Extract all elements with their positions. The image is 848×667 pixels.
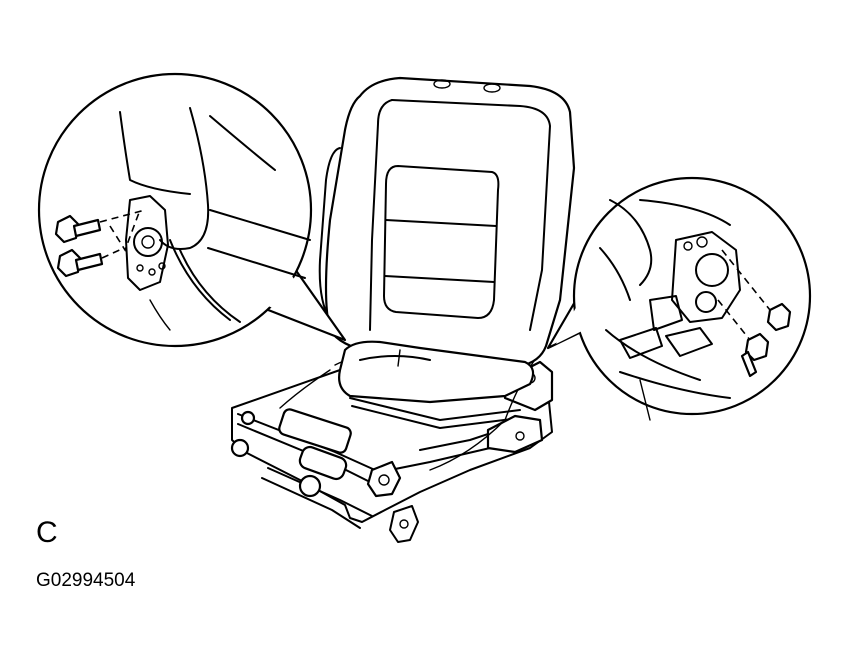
right-detail-callout [546, 176, 812, 421]
view-label: C [36, 516, 58, 549]
left-detail-callout [37, 72, 347, 348]
seat-cushion [338, 340, 535, 404]
figure-code: G02994504 [36, 570, 136, 591]
seat-back [318, 76, 576, 368]
